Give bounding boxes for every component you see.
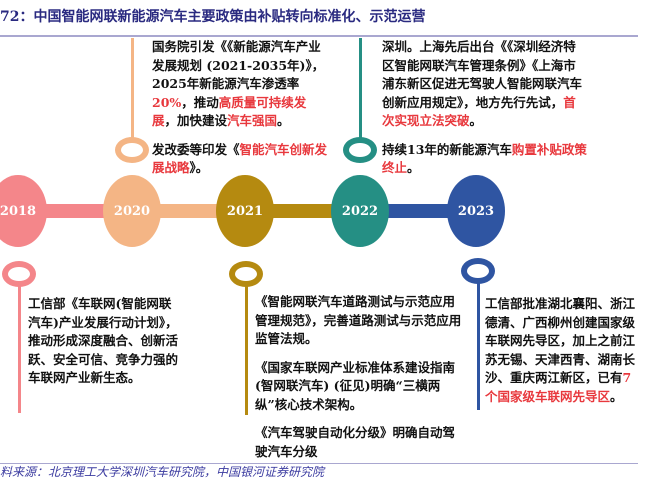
stem-2022 <box>359 38 362 138</box>
event-text: 。 <box>469 113 483 128</box>
events-2023: 工信部批准湖北襄阳、浙江德清、广西柳州创建国家级车联网先导区，加上之前江苏无锡、… <box>485 295 637 406</box>
source-note: 料来源：北京理工大学深圳汽车研究院，中国银河证券研究院 <box>0 465 325 479</box>
event-text: 。 <box>407 160 420 175</box>
year-node-2023: 2023 <box>447 175 505 247</box>
highlight-text: 20% <box>152 94 182 110</box>
event-text: 国务院引发《《新能源汽车产业发展规划 (2021-2035年)》，2025年新能… <box>152 39 325 91</box>
events-2020: 国务院引发《《新能源汽车产业发展规划 (2021-2035年)》，2025年新能… <box>152 38 328 178</box>
ring-2021 <box>229 261 263 287</box>
event-paragraph: 深圳。上海先后出台《《深圳经济特区智能网联汽车管理条例》《上海市浦东新区促进无驾… <box>382 38 587 131</box>
highlight-text: 智能汽车创新发展战略 <box>152 141 328 176</box>
event-paragraph: 工信部《车联网(智能网联汽车)产业发展行动计划》，推动形成深度融合、创新活跃、安… <box>28 295 178 388</box>
event-text: ，推动 <box>181 94 219 110</box>
event-text: 深圳。上海先后出台《《深圳经济特区智能网联汽车管理条例》《上海市浦东新区促进无驾… <box>382 39 583 110</box>
ring-2022 <box>343 137 377 163</box>
figure-title: 72：中国智能网联新能源汽车主要政策由补贴转向标准化、示范运营 <box>0 9 426 25</box>
event-text: 《汽车驾驶自动化分级》明确自动驾驶汽车分级 <box>255 425 456 459</box>
event-text: 《智能网联汽车道路测试与示范应用管理规范》，完善道路测试与示范应用监管法规。 <box>255 294 462 346</box>
highlight-text: 购置补贴政策终止 <box>382 141 587 176</box>
event-paragraph: 《汽车驾驶自动化分级》明确自动驾驶汽车分级 <box>255 424 463 461</box>
year-node-2022: 2022 <box>331 175 389 247</box>
event-text: 工信部《车联网(智能网联汽车)产业发展行动计划》，推动形成深度融合、创新活跃、安… <box>28 296 179 385</box>
highlight-text: 首次实现立法突破 <box>382 94 576 129</box>
event-text: 》。 <box>189 160 209 175</box>
stem-2021 <box>245 285 248 415</box>
event-paragraph: 持续13年的新能源汽车购置补贴政策终止。 <box>382 141 587 178</box>
event-text: 《国家车联网产业标准体系建设指南(智网联汽车) (征见)明确“三横两纵”核心技术… <box>255 359 456 412</box>
event-paragraph: 发改委等印发《智能汽车创新发展战略》。 <box>152 141 328 178</box>
stem-2018 <box>18 285 21 413</box>
ring-2020 <box>115 137 149 163</box>
event-paragraph: 工信部批准湖北襄阳、浙江德清、广西柳州创建国家级车联网先导区，加上之前江苏无锡、… <box>485 295 637 406</box>
stem-2023 <box>477 282 480 410</box>
events-2018: 工信部《车联网(智能网联汽车)产业发展行动计划》，推动形成深度融合、创新活跃、安… <box>28 295 178 388</box>
year-node-2018: 2018 <box>0 175 47 247</box>
event-paragraph: 《智能网联汽车道路测试与示范应用管理规范》，完善道路测试与示范应用监管法规。 <box>255 293 463 349</box>
event-text: 持续13年的新能源汽车 <box>382 141 512 157</box>
year-node-2021: 2021 <box>216 175 274 247</box>
highlight-text: 高质量可持续发展 <box>152 94 307 129</box>
event-text: 。 <box>610 388 623 404</box>
year-node-2020: 2020 <box>103 175 161 247</box>
event-text: 。 <box>277 113 290 128</box>
event-text: 发改委等印发《 <box>152 141 240 157</box>
event-text: 工信部批准湖北襄阳、浙江德清、广西柳州创建国家级车联网先导区，加上之前江苏无锡、… <box>485 296 636 385</box>
highlight-text: 汽车强国 <box>227 113 278 128</box>
ring-2023 <box>461 258 495 284</box>
ring-2018 <box>2 261 36 287</box>
event-paragraph: 国务院引发《《新能源汽车产业发展规划 (2021-2035年)》，2025年新能… <box>152 38 328 131</box>
title-divider <box>0 35 638 37</box>
source-divider <box>0 463 638 464</box>
event-text: ，加快建设 <box>164 113 228 128</box>
events-2021: 《智能网联汽车道路测试与示范应用管理规范》，完善道路测试与示范应用监管法规。《国… <box>255 293 463 461</box>
event-paragraph: 《国家车联网产业标准体系建设指南(智网联汽车) (征见)明确“三横两纵”核心技术… <box>255 359 463 415</box>
events-2022: 深圳。上海先后出台《《深圳经济特区智能网联汽车管理条例》《上海市浦东新区促进无驾… <box>382 38 587 178</box>
stem-2020 <box>131 38 134 138</box>
highlight-text: 7个国家级车联网先导区 <box>485 370 632 404</box>
